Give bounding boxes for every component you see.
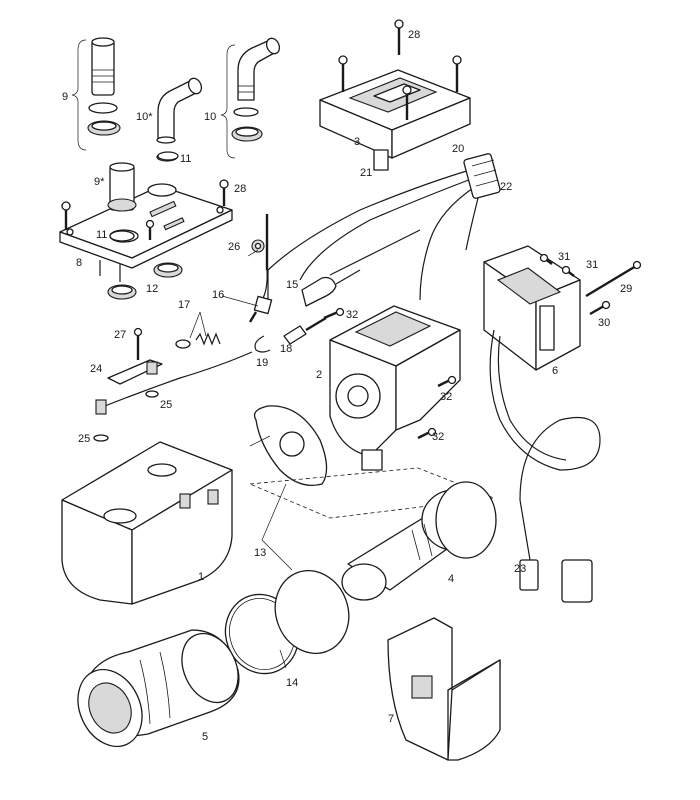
callout-32-upper: 32	[346, 309, 358, 321]
part-3-control-unit	[319, 69, 471, 171]
part-29-long-screw	[585, 260, 642, 298]
callout-15: 15	[286, 279, 298, 291]
part-7-cover	[387, 617, 501, 761]
callout-9-star: 9*	[94, 176, 105, 188]
callout-25-lower: 25	[78, 433, 90, 445]
part-18-glow-pin	[283, 316, 327, 345]
callout-31-left: 31	[558, 251, 570, 263]
part-1-heat-exchanger	[61, 441, 233, 605]
part-4-combustion-tube	[341, 481, 497, 601]
part-11-o-ring-lower	[109, 230, 135, 242]
part-23-connector-cable	[489, 329, 601, 603]
callout-14: 14	[286, 677, 298, 689]
callout-28-control: 28	[408, 29, 420, 41]
callout-11-lower: 11	[96, 229, 107, 241]
part-28-screws-control-unit	[338, 19, 462, 120]
leader-lines	[189, 249, 293, 669]
part-31-screws	[539, 253, 575, 277]
part-20-wiring-harness	[267, 153, 501, 301]
callout-5: 5	[202, 731, 208, 743]
callout-32-lower: 32	[432, 431, 444, 443]
callout-11-upper: 11	[180, 153, 191, 165]
part-17-spring-oring	[175, 332, 221, 349]
callout-29: 29	[620, 283, 632, 295]
part-10-elbow-connector	[231, 37, 281, 142]
callout-2: 2	[316, 369, 322, 381]
part-6-control-box	[483, 245, 581, 371]
part-25-nuts-washers	[93, 361, 159, 442]
callout-12: 12	[146, 283, 158, 295]
callout-19: 19	[256, 357, 268, 369]
part-13-gasket-ring	[274, 570, 350, 654]
callout-7: 7	[388, 713, 394, 725]
part-24-bracket	[99, 351, 253, 409]
part-10-star-elbow-connector	[156, 77, 203, 162]
callout-13: 13	[254, 547, 266, 559]
group-bracket-9	[71, 39, 87, 151]
callout-31-right: 31	[586, 259, 598, 271]
part-12-locking-nuts	[107, 262, 183, 300]
part-19-clip	[254, 335, 271, 353]
group-bracket-10	[220, 44, 236, 159]
callout-3: 3	[354, 136, 360, 148]
part-5-blower	[77, 629, 240, 748]
part-30-screw	[589, 300, 611, 316]
part-27-screw	[133, 327, 143, 360]
callout-27: 27	[114, 329, 126, 341]
part-16-sensor	[248, 214, 273, 323]
callout-32-middle: 32	[440, 391, 452, 403]
callout-20: 20	[452, 143, 464, 155]
callout-23: 23	[514, 563, 526, 575]
callout-10-star: 10*	[136, 111, 153, 123]
part-26-nut	[251, 239, 265, 253]
callout-28-baseplate: 28	[234, 183, 246, 195]
callout-1: 1	[198, 571, 204, 583]
part-2-burner-housing	[329, 305, 461, 471]
callout-6: 6	[552, 365, 558, 377]
callout-26: 26	[228, 241, 240, 253]
callout-21: 21	[360, 167, 372, 179]
part-11-o-ring-upper	[157, 151, 179, 161]
callout-22: 22	[500, 181, 512, 193]
part-15-flame-sensor	[301, 269, 361, 307]
callout-24: 24	[90, 363, 102, 375]
callout-8: 8	[76, 257, 82, 269]
callout-10: 10	[204, 111, 216, 123]
part-32-screws	[323, 307, 457, 440]
part-13-insulation	[249, 405, 495, 519]
callout-30: 30	[598, 317, 610, 329]
callout-4: 4	[448, 573, 454, 585]
part-8-base-plate	[59, 183, 233, 282]
callout-25-upper: 25	[160, 399, 172, 411]
callout-9: 9	[62, 91, 68, 103]
callout-17: 17	[178, 299, 190, 311]
part-9-star-straight-connector	[107, 162, 137, 212]
part-28-screws-baseplate	[61, 179, 229, 240]
callout-16: 16	[212, 289, 224, 301]
callout-18: 18	[280, 343, 292, 355]
part-9-straight-connector	[87, 37, 121, 136]
